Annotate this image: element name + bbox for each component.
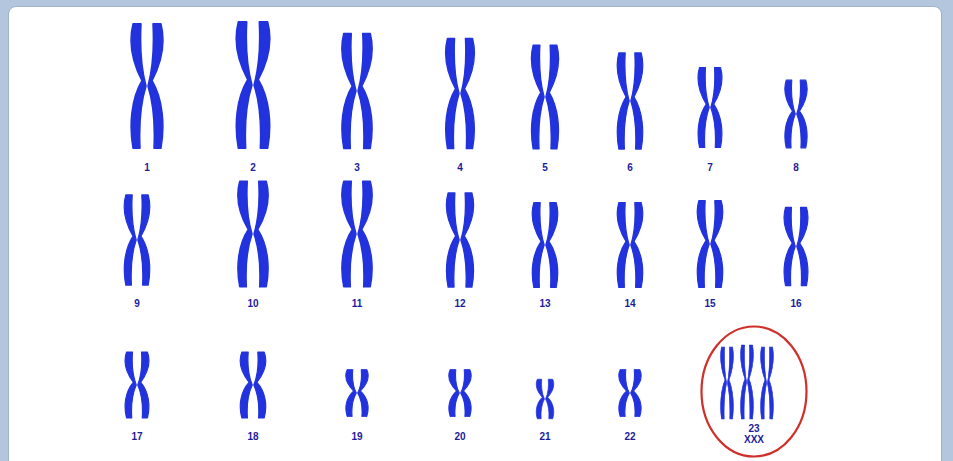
chromosome-number: 16 xyxy=(790,298,801,310)
chromosome-number: 1 xyxy=(144,162,150,174)
chromosome-number: 19 xyxy=(351,431,362,443)
chromosome-number: 20 xyxy=(454,431,465,443)
chromosome-number: 22 xyxy=(624,431,635,443)
chromosome-number: 10 xyxy=(247,298,258,310)
chromosome-number: 12 xyxy=(454,298,465,310)
karyotype-label: XXX xyxy=(744,434,764,445)
chromosome-number: 18 xyxy=(247,431,258,443)
chromosome-number: 6 xyxy=(627,162,633,174)
chromosome-number: 21 xyxy=(539,431,550,443)
chromosome-number: 13 xyxy=(539,298,550,310)
chromosome-number: 5 xyxy=(542,162,548,174)
highlight-circle: 23XXX xyxy=(700,325,808,458)
chromosome-number: 14 xyxy=(624,298,635,310)
chromosomes xyxy=(124,22,808,419)
chromosome-number: 11 xyxy=(352,298,363,310)
chromosome-number: 9 xyxy=(134,298,140,310)
chromosome-number: 7 xyxy=(707,162,713,174)
chromosome-number: 8 xyxy=(793,162,799,174)
chromosome-number: 15 xyxy=(704,298,715,310)
chromosome-number: 2 xyxy=(250,162,256,174)
circle-outline xyxy=(702,327,807,457)
chromosome-number: 23 xyxy=(748,423,759,434)
chromosome-number: 17 xyxy=(131,431,142,443)
chromosome-number: 3 xyxy=(354,162,360,174)
chromosome-number: 4 xyxy=(457,162,463,174)
